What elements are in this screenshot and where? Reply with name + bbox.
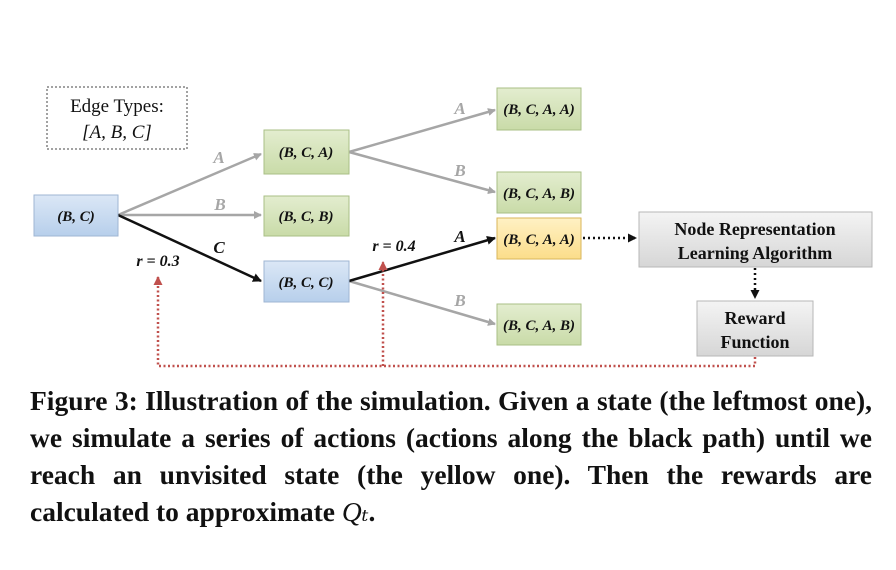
nrl-line-2: Learning Algorithm xyxy=(678,243,833,263)
legend-title: Edge Types: xyxy=(70,96,164,117)
caption-text: Figure 3: Illustration of the simulation… xyxy=(30,385,872,527)
node-bccb: (B, C, A, B) xyxy=(496,303,582,346)
edge-types-legend: Edge Types: [A, B, C] xyxy=(46,86,188,150)
legend-types: [A, B, C] xyxy=(82,122,152,143)
edge-bcc-to-bccb xyxy=(348,279,496,326)
node-bcc: (B, C, C) xyxy=(263,260,350,303)
node-bcb-label: (B, C, B) xyxy=(278,209,333,225)
nrl-line-1: Node Representation xyxy=(674,219,835,239)
node-root-label: (B, C) xyxy=(57,209,95,225)
reward-feedback-path xyxy=(153,276,757,368)
reward-value-1: r = 0.3 xyxy=(136,253,179,270)
edge-root-to-bca xyxy=(117,152,262,217)
edge-root-to-bcc xyxy=(117,213,262,283)
node-bcab: (B, C, A, B) xyxy=(496,171,582,214)
node-bccb-label: (B, C, A, B) xyxy=(503,318,575,334)
edge-label-bcc-a: A xyxy=(453,227,465,246)
node-bcaa-label: (B, C, A, A) xyxy=(503,102,574,118)
node-bca-label: (B, C, A) xyxy=(279,145,333,161)
figure-caption: Figure 3: Illustration of the simulation… xyxy=(30,382,872,530)
node-bcca-unvisited: (B, C, A, A) xyxy=(496,217,582,260)
reward-value-2: r = 0.4 xyxy=(372,238,415,255)
node-bcaa: (B, C, A, A) xyxy=(496,87,582,131)
node-representation-learning-box: Node Representation Learning Algorithm xyxy=(638,211,873,268)
edge-label-bca-a: A xyxy=(453,99,465,118)
edge-label-root-a: A xyxy=(212,148,224,167)
simulation-diagram: Edge Types: [A, B, C] A B C A B A B r = … xyxy=(33,86,873,368)
edge-label-bca-b: B xyxy=(453,161,465,180)
edge-label-root-c: C xyxy=(213,238,225,257)
reward-line-1: Reward xyxy=(725,308,786,328)
reward-function-box: Reward Function xyxy=(696,300,814,357)
node-bca: (B, C, A) xyxy=(263,129,350,175)
edge-bca-to-bcaa xyxy=(348,108,496,154)
caption-end: . xyxy=(368,496,376,527)
node-bcb: (B, C, B) xyxy=(263,195,350,237)
caption-symbol: Qₜ xyxy=(341,496,369,527)
edge-bcc-to-bcca xyxy=(348,235,496,283)
edge-label-bcc-b: B xyxy=(453,291,465,310)
node-root: (B, C) xyxy=(33,194,119,237)
node-bcc-label: (B, C, C) xyxy=(278,275,333,291)
edge-label-root-b: B xyxy=(213,195,225,214)
node-bcab-label: (B, C, A, B) xyxy=(503,186,575,202)
node-bcca-label: (B, C, A, A) xyxy=(503,232,574,248)
reward-line-2: Function xyxy=(720,332,789,352)
edge-bca-to-bcab xyxy=(348,150,496,195)
